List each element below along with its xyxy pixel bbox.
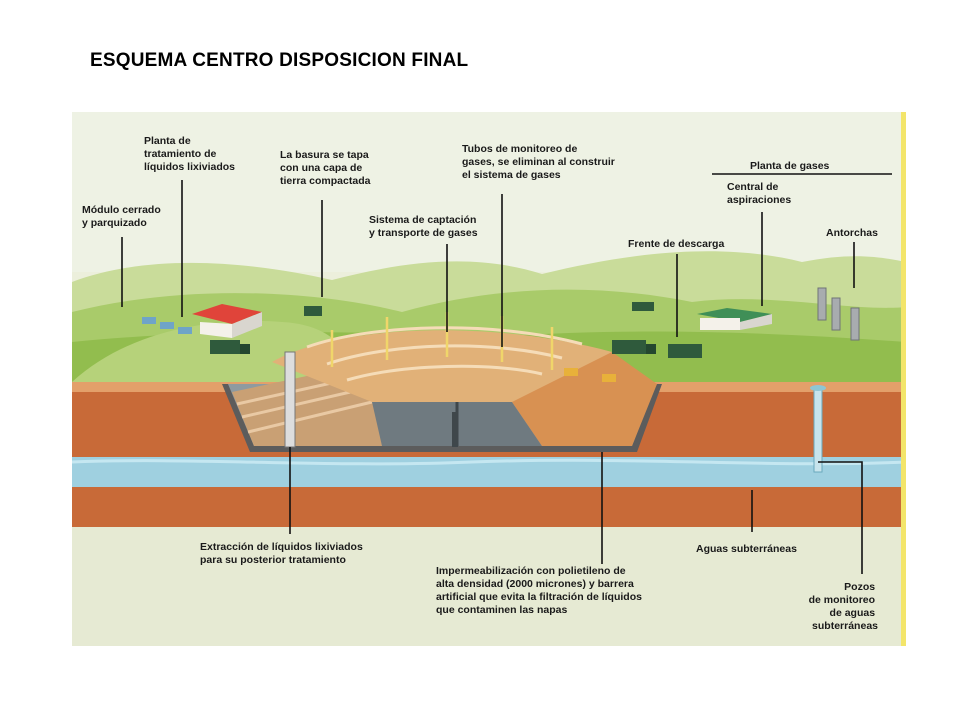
monitoring-well — [810, 385, 826, 473]
soil-lower — [72, 487, 906, 527]
label-pozos-monitoreo: Pozos de monitoreo de aguas subterráneas — [809, 581, 879, 632]
label-modulo-cerrado: Módulo cerrado y parquizado — [82, 204, 164, 229]
label-pozos-monitoreo-2: de monitoreo — [809, 594, 876, 606]
label-planta-gases: Planta de gases — [750, 160, 830, 172]
label-impermeabilizacion-2: alta densidad (2000 micrones) y barrera — [436, 578, 634, 590]
truck-top — [304, 306, 322, 316]
truck-discharge — [612, 340, 702, 358]
label-central-aspiraciones-1: Central de — [727, 181, 779, 193]
label-basura-tapa-3: tierra compactada — [280, 175, 371, 187]
label-modulo-cerrado-2: y parquizado — [82, 217, 147, 229]
label-pozos-monitoreo-1: Pozos — [844, 581, 875, 593]
leachate-extraction-tower — [284, 351, 296, 448]
label-extraccion-lixiviados: Extracción de líquidos lixiviados para s… — [200, 541, 366, 566]
label-antorchas: Antorchas — [826, 227, 878, 239]
label-planta-tratamiento-1: Planta de — [144, 135, 191, 147]
label-extraccion-lixiviados-2: para su posterior tratamiento — [200, 554, 346, 566]
label-modulo-cerrado-1: Módulo cerrado — [82, 204, 161, 216]
label-planta-tratamiento-3: líquidos lixiviados — [144, 161, 235, 173]
label-sistema-captacion-1: Sistema de captación — [369, 214, 476, 226]
label-tubos-monitoreo-1: Tubos de monitoreo de — [462, 143, 577, 155]
truck-left — [210, 340, 250, 354]
label-planta-tratamiento-2: tratamiento de — [144, 148, 217, 160]
label-impermeabilizacion: Impermeabilización con polietileno de al… — [436, 565, 645, 616]
label-extraccion-lixiviados-1: Extracción de líquidos lixiviados — [200, 541, 363, 553]
label-basura-tapa: La basura se tapa con una capa de tierra… — [280, 149, 372, 187]
label-central-aspiraciones: Central de aspiraciones — [727, 181, 791, 206]
treatment-lagoons — [142, 317, 192, 334]
label-tubos-monitoreo-2: gases, se eliminan al construir — [462, 156, 615, 168]
figure-border — [901, 112, 906, 646]
label-basura-tapa-1: La basura se tapa — [280, 149, 369, 161]
treatment-plant-building — [192, 304, 262, 338]
bulldozers — [564, 368, 616, 382]
label-aguas-subterraneas: Aguas subterráneas — [696, 543, 797, 555]
label-frente-descarga: Frente de descarga — [628, 238, 724, 250]
leader-lines — [121, 173, 892, 574]
truck-far — [632, 302, 654, 311]
label-impermeabilizacion-4: que contaminen las napas — [436, 604, 567, 616]
label-central-aspiraciones-2: aspiraciones — [727, 194, 791, 206]
page-title: ESQUEMA CENTRO DISPOSICION FINAL — [90, 50, 469, 71]
landfill-diagram: Planta de tratamiento de líquidos lixivi… — [72, 112, 906, 646]
gas-plant-building — [697, 308, 772, 330]
label-impermeabilizacion-3: artificial que evita la filtración de lí… — [436, 591, 642, 603]
label-tubos-monitoreo: Tubos de monitoreo de gases, se eliminan… — [462, 143, 618, 181]
label-planta-tratamiento: Planta de tratamiento de líquidos lixivi… — [144, 135, 235, 173]
label-tubos-monitoreo-3: el sistema de gases — [462, 169, 561, 181]
label-impermeabilizacion-1: Impermeabilización con polietileno de — [436, 565, 626, 577]
label-pozos-monitoreo-4: subterráneas — [812, 620, 878, 632]
label-sistema-captacion-2: y transporte de gases — [369, 227, 478, 239]
label-basura-tapa-2: con una capa de — [280, 162, 362, 174]
torches — [817, 287, 860, 341]
label-sistema-captacion: Sistema de captación y transporte de gas… — [369, 214, 479, 239]
label-pozos-monitoreo-3: de aguas — [830, 607, 876, 619]
central-pipe — [452, 412, 458, 447]
